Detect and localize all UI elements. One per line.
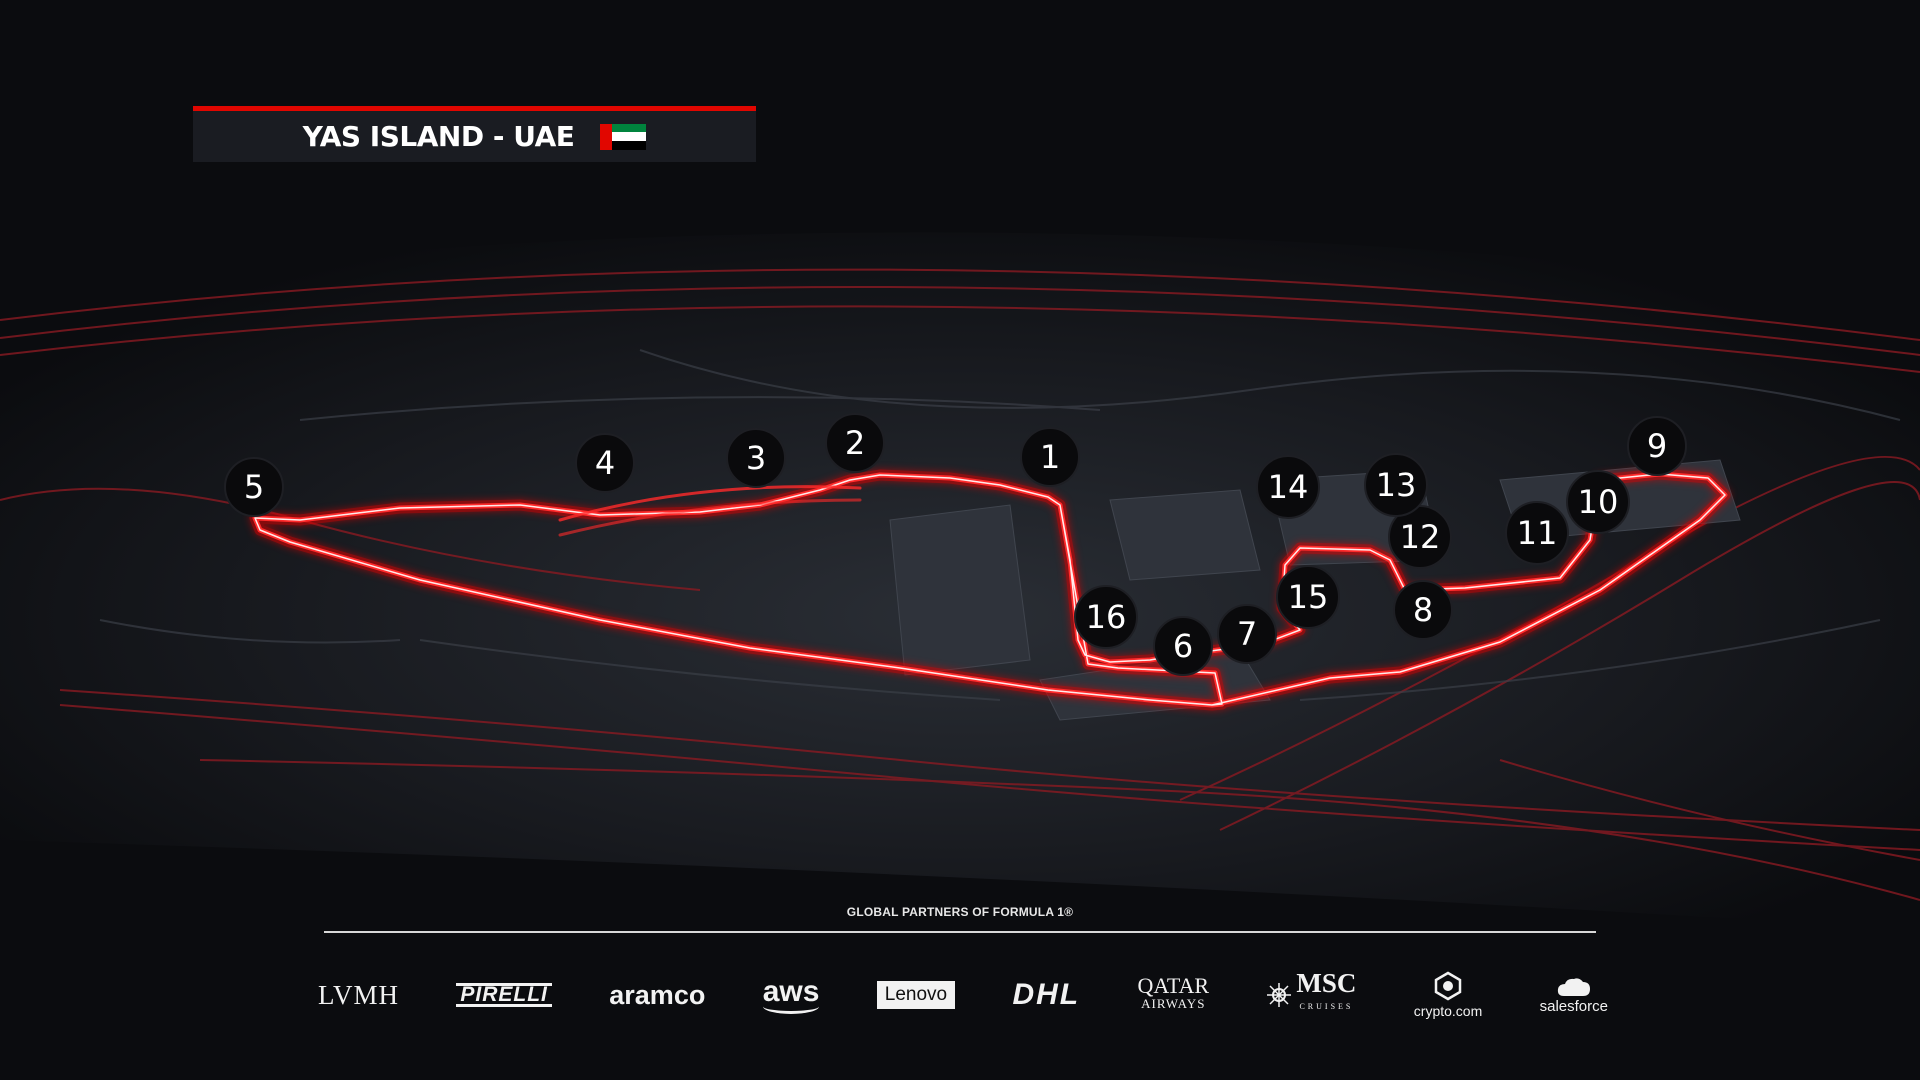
turn-marker-9: 9 [1627, 416, 1687, 476]
turn-label: 16 [1086, 598, 1127, 636]
turn-label: 9 [1647, 427, 1667, 465]
turn-marker-1: 1 [1020, 427, 1080, 487]
pirelli-logo: PIRELLI [456, 983, 552, 1007]
turn-marker-14: 14 [1256, 455, 1320, 519]
turn-marker-3: 3 [726, 428, 786, 488]
turn-label: 4 [595, 444, 615, 482]
turn-label: 10 [1578, 483, 1619, 521]
turn-label: 14 [1268, 468, 1309, 506]
turn-label: 2 [845, 424, 865, 462]
turn-label: 11 [1517, 514, 1558, 552]
crypto-com-logo: crypto.com [1414, 971, 1482, 1019]
salesforce-logo: salesforce [1540, 976, 1608, 1015]
aws-logo: aws [763, 976, 819, 1014]
turn-label: 5 [244, 468, 264, 506]
turn-marker-15: 15 [1276, 565, 1340, 629]
compass-icon [1267, 983, 1292, 1007]
crypto-shield-icon [1434, 971, 1462, 1001]
turn-label: 6 [1173, 627, 1193, 665]
lenovo-logo: Lenovo [876, 981, 956, 1009]
turn-marker-8: 8 [1393, 580, 1453, 640]
background-roads [99, 349, 1901, 701]
turn-marker-5: 5 [224, 457, 284, 517]
turn-marker-2: 2 [825, 413, 885, 473]
turn-marker-7: 7 [1217, 604, 1277, 664]
partners-divider [324, 931, 1596, 933]
partners-logos: LVMH PIRELLI aramco aws Lenovo DHL QATAR… [318, 965, 1608, 1025]
turn-label: 12 [1400, 518, 1441, 556]
partners-heading: GLOBAL PARTNERS OF FORMULA 1® [846, 905, 1074, 919]
turn-label: 15 [1288, 578, 1329, 616]
turn-label: 7 [1237, 615, 1257, 653]
turn-marker-4: 4 [575, 433, 635, 493]
dhl-logo: DHL [1012, 978, 1081, 1011]
location-title-box: YAS ISLAND - UAE [193, 106, 756, 162]
turn-marker-11: 11 [1505, 501, 1569, 565]
location-title: YAS ISLAND - UAE [302, 120, 575, 153]
turn-label: 3 [746, 439, 766, 477]
lvmh-logo: LVMH [318, 979, 400, 1010]
cloud-icon [1557, 977, 1590, 996]
turn-label: 8 [1413, 591, 1433, 629]
turn-label: 1 [1040, 438, 1060, 476]
aramco-logo: aramco [609, 979, 706, 1010]
turn-marker-16: 16 [1074, 585, 1138, 649]
turn-marker-10: 10 [1566, 470, 1630, 534]
turn-marker-12: 12 [1388, 505, 1452, 569]
uae-flag-icon [600, 123, 647, 150]
turn-label: 13 [1376, 466, 1417, 504]
turn-marker-6: 6 [1153, 616, 1213, 676]
turn-marker-13: 13 [1364, 453, 1428, 517]
